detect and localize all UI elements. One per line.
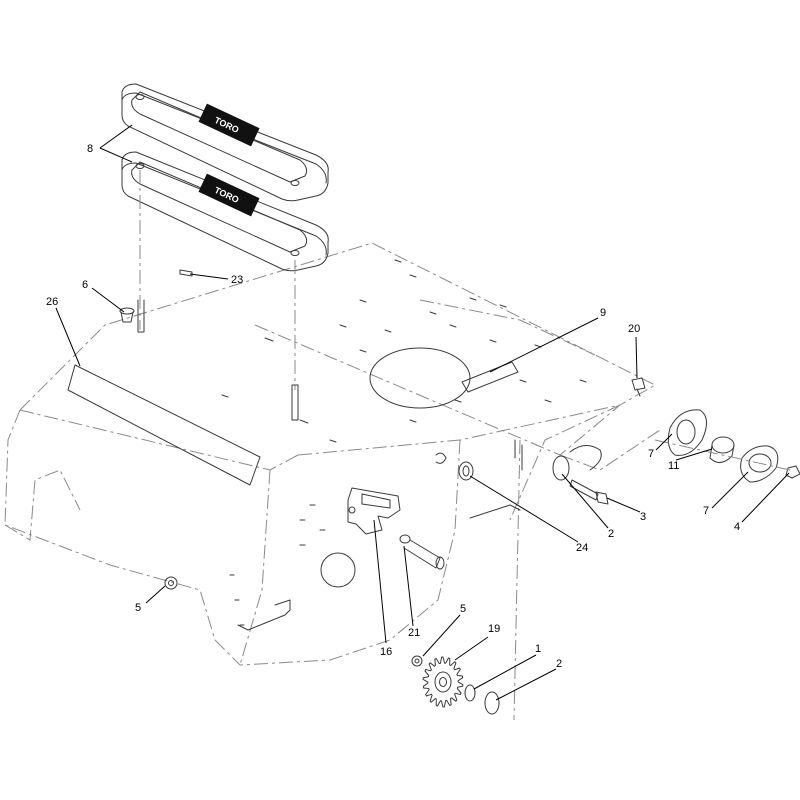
toro-logo-upper (198, 103, 260, 147)
callout-11: 11 (668, 460, 679, 472)
nut-sprocket (411, 655, 423, 667)
callout-26: 26 (46, 296, 58, 308)
spacer-pin (399, 534, 445, 570)
seat-pad-upper: TORO (121, 83, 329, 202)
frame-hole-left (320, 552, 356, 588)
washer-1 (464, 684, 476, 702)
plug (119, 307, 135, 323)
tensioner-bracket (347, 487, 401, 535)
decal-strip (67, 364, 261, 486)
callout-2-upper: 2 (608, 528, 614, 540)
callout-1: 1 (535, 643, 541, 655)
toro-logo-lower (198, 173, 260, 217)
callout-24: 24 (576, 542, 588, 554)
callout-21: 21 (408, 627, 420, 639)
pin (179, 269, 193, 277)
callout-20: 20 (628, 323, 640, 335)
callouts: 8 6 23 26 9 20 7 11 7 4 3 2 24 5 16 21 5… (46, 143, 740, 670)
callout-5-left: 5 (135, 602, 141, 614)
callout-8: 8 (87, 143, 93, 155)
frame-chassis (4, 242, 661, 721)
callout-23: 23 (231, 274, 243, 286)
bolt-20 (631, 377, 646, 397)
washer-upper (552, 455, 570, 481)
callout-7-right: 7 (703, 505, 709, 517)
callout-5-sprocket: 5 (460, 603, 466, 615)
callout-19: 19 (488, 623, 500, 635)
sprocket (422, 656, 464, 708)
callout-3: 3 (640, 511, 646, 523)
bearing-insert (709, 436, 735, 463)
nut-5 (164, 576, 178, 590)
leader-lines (55, 124, 790, 701)
callout-7-left: 7 (648, 448, 654, 460)
callout-2-lower: 2 (556, 658, 562, 670)
bushing (458, 461, 474, 481)
callout-9: 9 (600, 307, 606, 319)
sprocket-teeth (422, 656, 464, 708)
flange-bearing-right (740, 445, 779, 483)
bolt-3 (569, 479, 609, 505)
flange-bearing-left (667, 409, 707, 456)
washer-lower (484, 691, 500, 715)
sprocket-bore (439, 677, 447, 687)
decal-small (461, 361, 519, 393)
callout-6: 6 (82, 279, 88, 291)
callout-16: 16 (380, 646, 392, 658)
nut-4 (785, 465, 800, 479)
callout-4: 4 (734, 521, 740, 533)
seat-pad-lower: TORO (121, 151, 329, 272)
sprocket-hub (434, 671, 452, 693)
frame-hole-top (369, 347, 471, 409)
